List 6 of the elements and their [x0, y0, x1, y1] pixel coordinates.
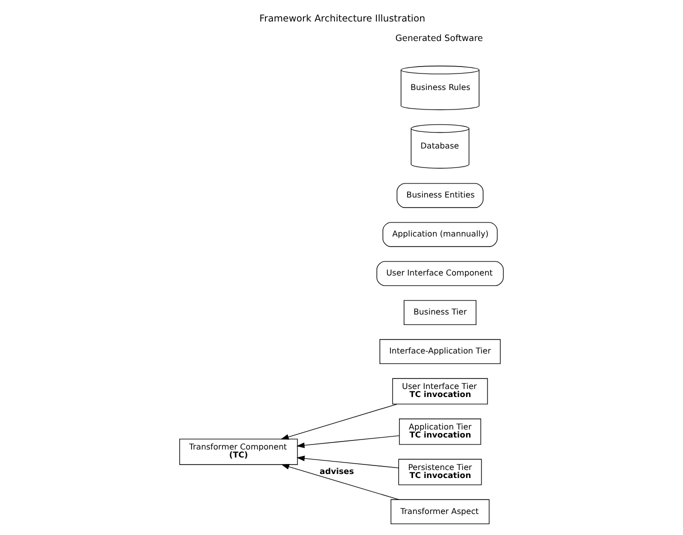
- diagram-title: Framework Architecture Illustration: [259, 13, 426, 24]
- arrow: [296, 435, 400, 448]
- arrow: [280, 404, 398, 440]
- label: Generated Software: [395, 34, 483, 44]
- arrow: [281, 464, 400, 500]
- arrow: [296, 456, 399, 468]
